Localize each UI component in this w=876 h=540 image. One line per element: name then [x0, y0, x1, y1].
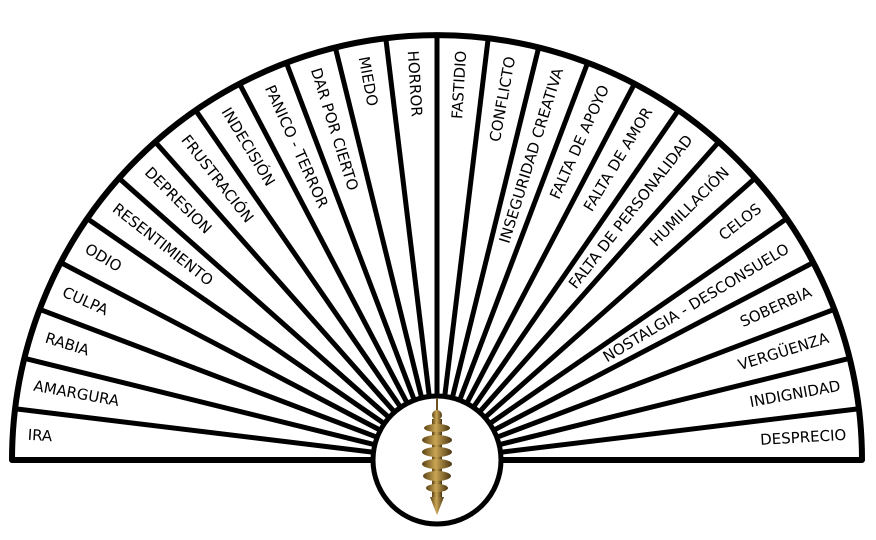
- segment-divider: [383, 37, 433, 401]
- segment-divider: [494, 355, 851, 449]
- segment-divider: [14, 406, 378, 456]
- segment-divider: [59, 260, 386, 435]
- segment-dividers: [14, 35, 860, 456]
- segment-divider: [455, 61, 591, 405]
- segment-divider: [193, 108, 405, 413]
- segment-divider: [480, 176, 757, 423]
- segment-divider: [332, 46, 426, 403]
- segment-label: FASTIDIO: [448, 50, 470, 119]
- segment-divider: [488, 260, 815, 435]
- segment-divider: [462, 82, 637, 409]
- segment-label: IRA: [27, 426, 53, 445]
- segment-label: DESPRECIO: [760, 426, 847, 449]
- segment-divider: [484, 216, 789, 428]
- pendulum-icon: [422, 398, 452, 515]
- segment-divider: [448, 46, 542, 403]
- segment-divider: [492, 306, 836, 442]
- segment-divider: [496, 406, 860, 456]
- segment-divider: [469, 108, 681, 413]
- segment-divider: [474, 140, 721, 417]
- segment-divider: [441, 37, 491, 401]
- segment-divider: [283, 61, 419, 405]
- segment-divider: [117, 176, 394, 423]
- segment-label: HORROR: [404, 50, 426, 117]
- segment-divider: [23, 355, 380, 449]
- segment-divider: [85, 216, 390, 428]
- segment-divider: [237, 82, 412, 409]
- segment-divider: [38, 306, 382, 442]
- segment-divider: [153, 140, 400, 417]
